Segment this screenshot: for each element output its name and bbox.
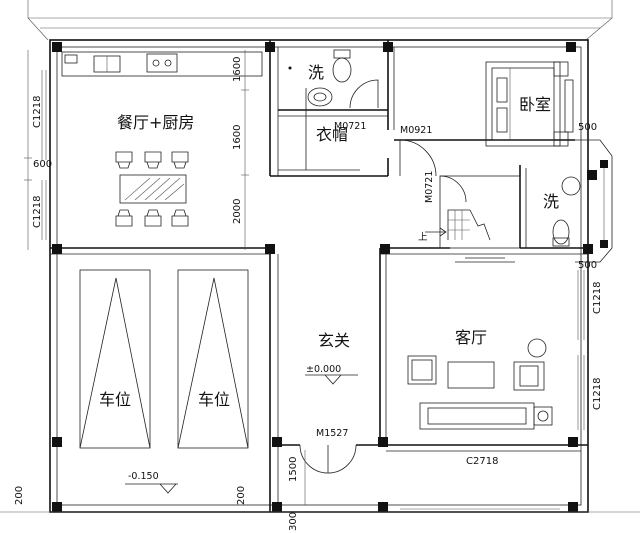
sofa-icon (419, 402, 535, 430)
bath-fixtures-right (552, 176, 581, 247)
dimension-2000: 2000 (232, 199, 243, 224)
stove-icon (146, 53, 178, 73)
bath-fixtures-top (288, 49, 352, 107)
window-label-c1218-right-bottom: C1218 (592, 378, 603, 410)
toilet-icon (332, 57, 352, 83)
toilet-icon (552, 219, 570, 245)
washbasin-icon (561, 176, 581, 196)
elevation-markers (125, 374, 358, 494)
door-label-m0721-b: M0721 (424, 171, 435, 203)
window-label-c2718: C2718 (466, 456, 498, 467)
doors (299, 79, 467, 474)
window-label-c1218-right-top: C1218 (592, 282, 603, 314)
kitchen-fixtures (61, 51, 263, 77)
dimension-300: 300 (288, 512, 299, 531)
bed (485, 61, 574, 147)
dimension-1500: 1500 (288, 457, 299, 482)
level-foyer-label: ±0.000 (306, 364, 341, 375)
dimension-1600-mid: 1600 (232, 125, 243, 150)
dimension-500-top: 500 (578, 122, 597, 133)
window-label-c1218-left-bottom: C1218 (32, 196, 43, 228)
room-label-parking-right: 车位 (198, 390, 230, 409)
door-label-m1527: M1527 (316, 428, 348, 439)
staircase (425, 209, 491, 241)
dimension-200-left: 200 (14, 486, 25, 505)
armchair-icon (513, 361, 545, 391)
dimension-500-mid: 500 (578, 260, 597, 271)
room-label-foyer: 玄关 (318, 331, 350, 350)
living-furniture (407, 257, 553, 430)
room-label-parking-left: 车位 (99, 390, 131, 409)
room-label-wardrobe: 衣帽 (316, 125, 348, 144)
dimension-600-left: 600 (33, 159, 52, 170)
plant-icon (527, 338, 547, 358)
dining-table (115, 151, 189, 227)
dimension-lines (0, 50, 640, 513)
door-label-m0721-a: M0721 (334, 121, 366, 132)
dimension-1600-top: 1600 (232, 57, 243, 82)
windows (41, 70, 613, 510)
room-labels: 餐厅+厨房 洗 衣帽 卧室 洗 车位 车位 玄关 客厅 (99, 63, 559, 409)
room-label-wash-right: 洗 (543, 192, 559, 211)
room-label-living: 客厅 (455, 328, 487, 347)
level-parking-label: -0.150 (128, 471, 159, 482)
room-label-dining-kitchen: 餐厅+厨房 (117, 113, 194, 132)
washbasin-icon (307, 87, 333, 107)
annotation-labels: 上 ±0.000 -0.150 M0721 M0921 M0721 M1527 … (14, 57, 603, 531)
dining-chairs (115, 151, 189, 227)
coffee-table-icon (447, 361, 495, 389)
parking-bays (79, 269, 249, 449)
stair-up-label: 上 (418, 232, 428, 243)
structural-columns (52, 42, 597, 512)
room-label-wash-top: 洗 (308, 63, 324, 82)
dimension-200-mid: 200 (236, 486, 247, 505)
window-label-c1218-left-top: C1218 (32, 96, 43, 128)
door-label-m0921: M0921 (400, 125, 432, 136)
room-label-bedroom: 卧室 (519, 95, 551, 114)
armchair-icon (407, 355, 437, 385)
roof-eave-outline (27, 0, 613, 41)
interior-walls (50, 40, 588, 512)
